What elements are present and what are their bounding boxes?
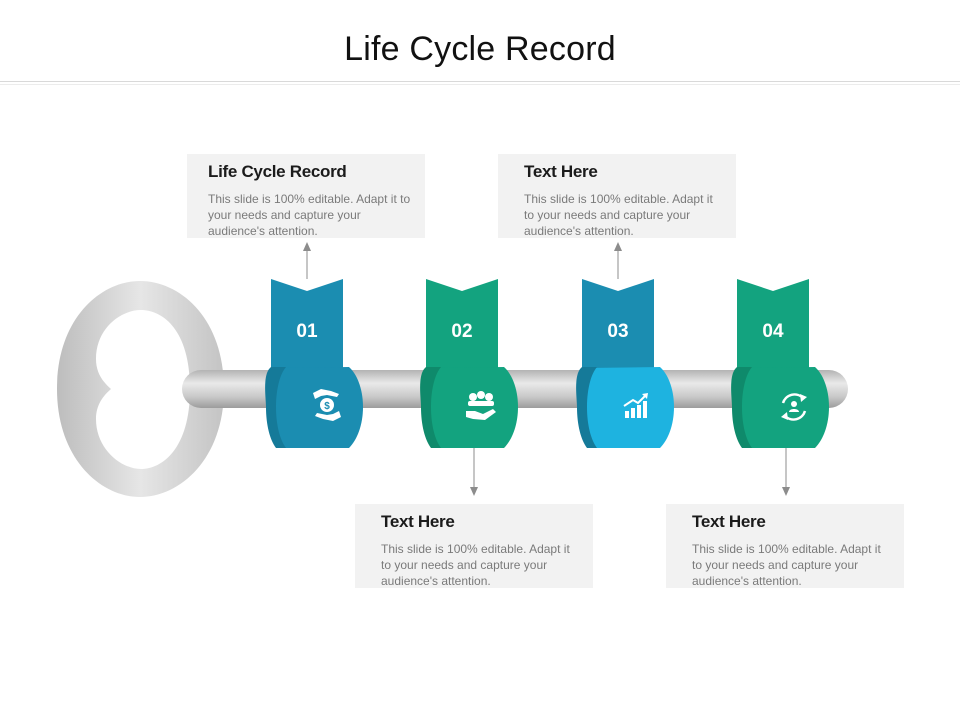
step-04-number: 04 — [762, 321, 784, 342]
callout-03-heading: Text Here — [524, 162, 598, 181]
key-bow — [57, 281, 224, 497]
callout-03: Text Here This slide is 100% editable. A… — [498, 154, 736, 238]
callout-02-heading: Text Here — [381, 512, 455, 531]
step-04-band — [731, 279, 829, 448]
callout-03-text: This slide is 100% editable. Adapt it to… — [524, 192, 713, 238]
callout-04-heading: Text Here — [692, 512, 766, 531]
step-02-number: 02 — [451, 321, 473, 342]
title-divider — [0, 81, 960, 85]
callout-01: Life Cycle Record This slide is 100% edi… — [187, 154, 425, 238]
money-hand-icon: $ — [313, 389, 341, 421]
connector-02 — [470, 448, 478, 496]
callout-01-text: This slide is 100% editable. Adapt it to… — [208, 192, 411, 238]
connector-01 — [303, 242, 311, 279]
page-title: Life Cycle Record — [344, 30, 616, 68]
step-01-number: 01 — [296, 321, 318, 342]
step-03-number: 03 — [607, 321, 629, 342]
callout-04-text: This slide is 100% editable. Adapt it to… — [692, 542, 881, 588]
svg-text:$: $ — [324, 401, 330, 412]
user-cycle-icon — [781, 393, 807, 421]
growth-chart-icon — [623, 393, 648, 418]
callout-02: Text Here This slide is 100% editable. A… — [355, 504, 593, 588]
callout-04: Text Here This slide is 100% editable. A… — [666, 504, 904, 588]
step-02-band — [420, 279, 518, 448]
connector-04 — [782, 448, 790, 496]
callout-02-text: This slide is 100% editable. Adapt it to… — [381, 542, 570, 588]
callout-01-heading: Life Cycle Record — [208, 162, 347, 181]
step-03-band — [576, 279, 674, 448]
step-01-band — [265, 279, 363, 448]
connector-03 — [614, 242, 622, 279]
team-hand-icon — [466, 391, 496, 420]
